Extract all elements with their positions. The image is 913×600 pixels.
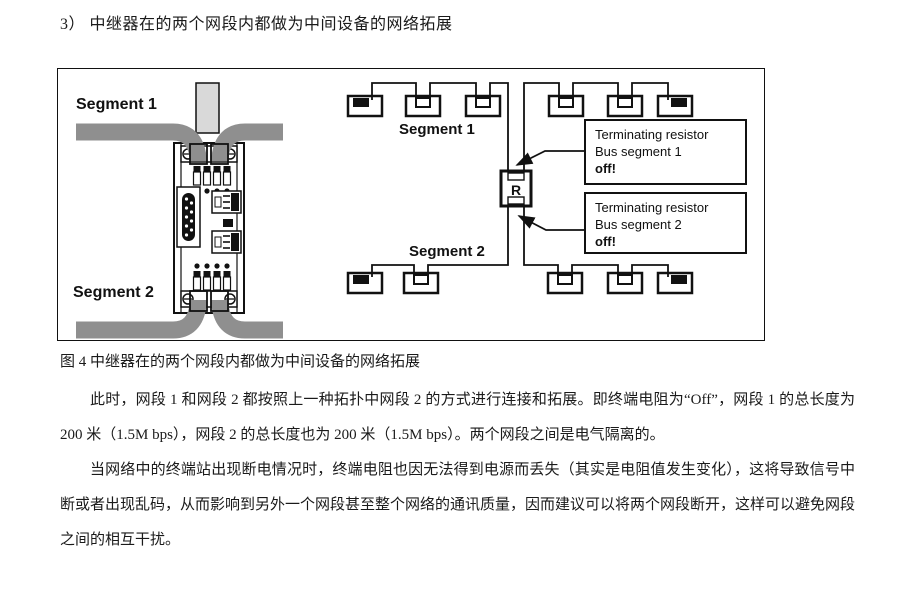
bus-node: [547, 94, 585, 118]
dip-switch-block: [211, 190, 242, 214]
bus-node: [404, 94, 442, 118]
terminating-resistor-callout-1: Terminating resistor Bus segment 1 off!: [584, 119, 747, 185]
device-segment2-label: Segment 2: [73, 284, 154, 301]
device-segment1-label: Segment 1: [76, 96, 157, 113]
segment1-bus-wires: [371, 82, 669, 171]
terminating-resistor-callout-2: Terminating resistor Bus segment 2 off!: [584, 192, 747, 254]
bottom-wire-clamps: [192, 263, 232, 291]
bus-segment2-label: Segment 2: [409, 243, 485, 260]
segment2-bus-wires: [371, 206, 669, 277]
arrow-to-segment2-terminator: [517, 215, 584, 231]
bus-node-terminated: [346, 271, 384, 295]
bus-segment1-label: Segment 1: [399, 121, 475, 138]
top-cable-sleeve: [195, 82, 220, 134]
callout-line: Terminating resistor: [595, 200, 709, 215]
paragraph-1: 此时，网段 1 和网段 2 都按照上一种拓扑中网段 2 的方式进行连接和拓展。即…: [60, 392, 855, 443]
arrow-to-segment1-terminator: [515, 150, 584, 166]
callout-line: Terminating resistor: [595, 127, 709, 142]
callout-arrows: [515, 150, 584, 231]
bus-node: [464, 94, 502, 118]
callout-off-label: off!: [595, 233, 616, 249]
dip-switch-block: [211, 230, 242, 254]
bus-node: [606, 94, 644, 118]
bus-node-terminated: [656, 94, 694, 118]
callout-line: Bus segment 2: [595, 216, 682, 232]
bus-node: [606, 271, 644, 295]
segment1-cables: [76, 123, 283, 161]
bus-node-terminated: [656, 271, 694, 295]
bus-topology-schematic: R: [346, 82, 694, 295]
bus-node-terminated: [346, 94, 384, 118]
callout-off-label: off!: [595, 160, 616, 176]
figure-4-diagram: R: [57, 68, 765, 341]
bus-node: [546, 271, 584, 295]
jumper-block: [223, 219, 233, 227]
segment2-cables: [76, 300, 283, 339]
paragraph-2: 当网络中的终端站出现断电情况时，终端电阻也因无法得到电源而丢失（其实是电阻值发生…: [60, 462, 856, 548]
repeater-device-drawing: [76, 82, 283, 339]
body-text: 此时，网段 1 和网段 2 都按照上一种拓扑中网段 2 的方式进行连接和拓展。即…: [60, 383, 855, 558]
bus-node: [402, 271, 440, 295]
section-heading: 3） 中继器在的两个网段内都做为中间设备的网络拓展: [60, 16, 453, 33]
repeater-symbol: R: [499, 169, 533, 208]
repeater-label: R: [511, 182, 521, 198]
callout-line: Bus segment 1: [595, 143, 682, 159]
figure-caption: 图 4 中继器在的两个网段内都做为中间设备的网络拓展: [60, 354, 421, 370]
db9-connector-icon: [176, 186, 201, 248]
network-topology-drawing: R: [76, 82, 694, 339]
